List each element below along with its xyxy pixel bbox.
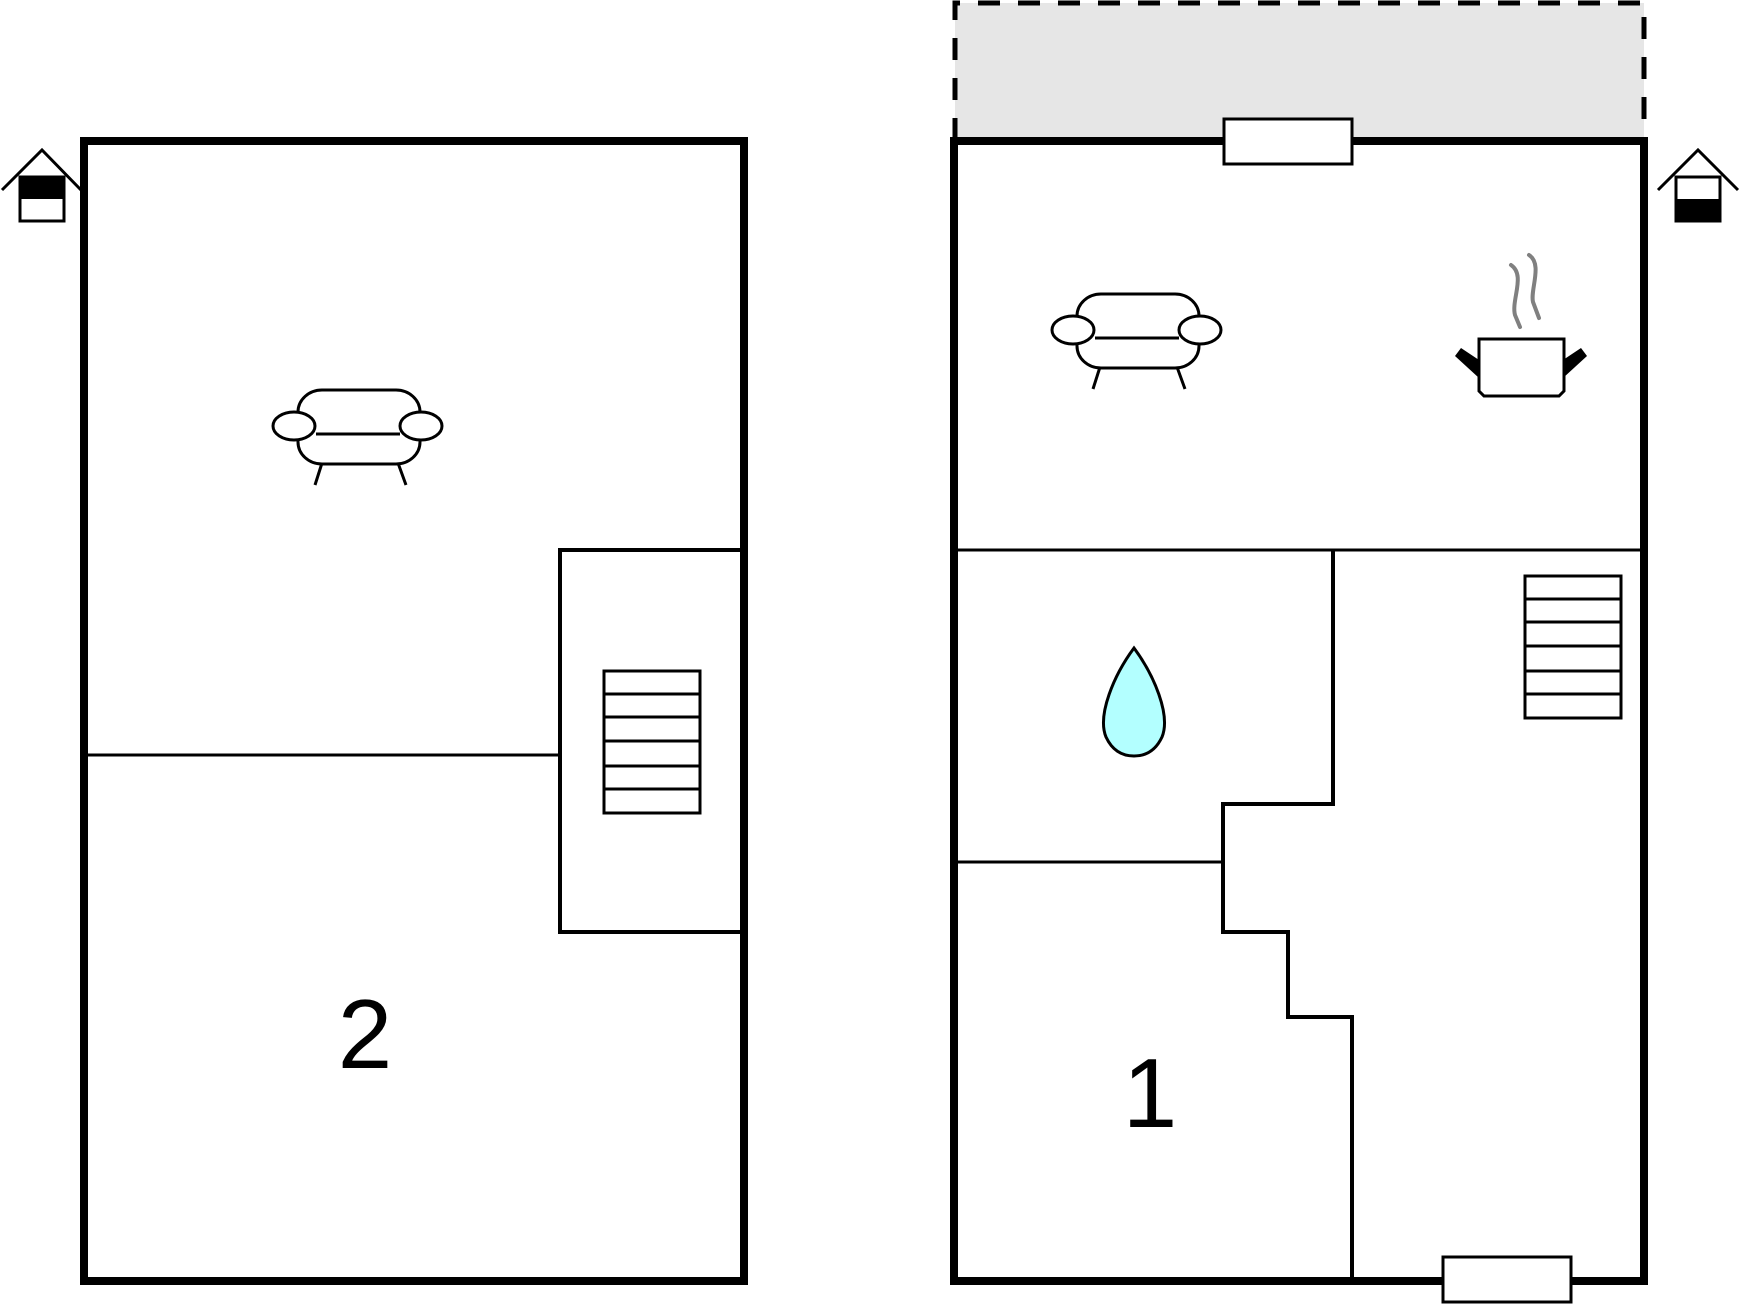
ground-floor-interior-walls [956, 548, 1642, 1279]
upper-floor-icon [0, 147, 83, 223]
upper-floor: 2 [0, 137, 748, 1285]
stairs-icon [602, 669, 702, 815]
bedroom-number-label: 2 [338, 979, 393, 1089]
upper-floor-interior-walls [86, 548, 743, 934]
door-bottom [1441, 1255, 1573, 1304]
door-top [1222, 117, 1354, 166]
terrace-area [952, 0, 1647, 140]
upper-floor-outer-wall [80, 137, 748, 1285]
bedroom-number-label: 1 [1123, 1038, 1178, 1148]
ground-floor-icon [1656, 147, 1740, 223]
water-drop-icon [1102, 645, 1166, 758]
sofa-icon [1050, 292, 1223, 390]
cooking-pot-icon [1455, 253, 1587, 398]
ground-floor-outer-wall [950, 137, 1648, 1285]
ground-floor: 1 [950, 0, 1740, 1304]
stairs-icon [1523, 574, 1623, 720]
sofa-icon [271, 388, 444, 486]
